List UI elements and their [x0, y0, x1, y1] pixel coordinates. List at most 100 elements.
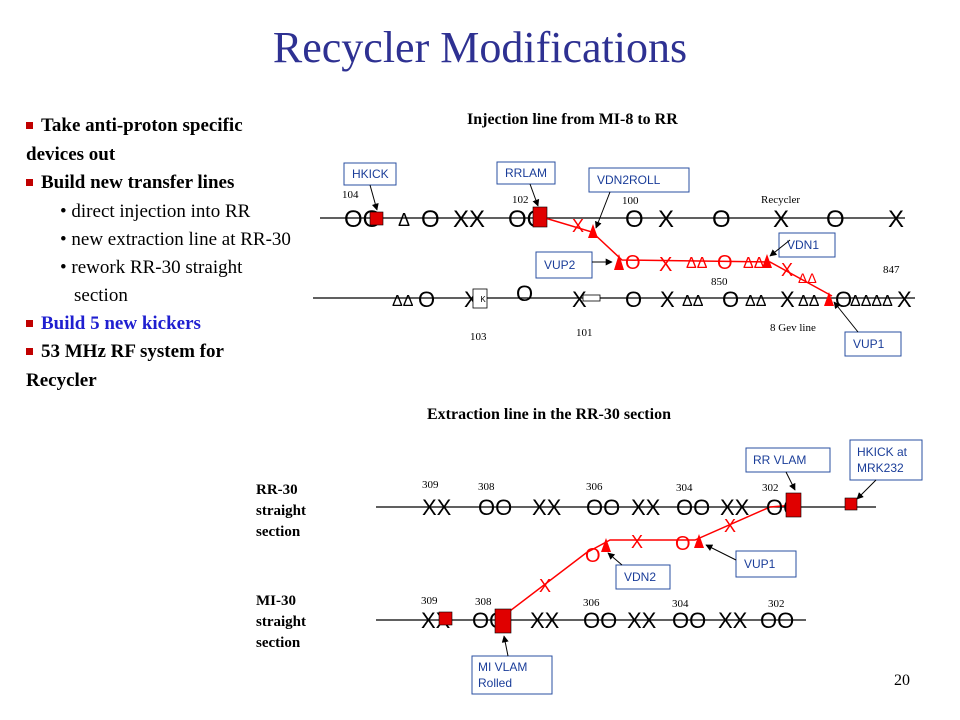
quad-pair: OO: [672, 608, 706, 633]
mi-vlam-label: MI VLAM: [478, 660, 527, 674]
kicker-marker: X: [539, 576, 551, 596]
dipole-marker: ΔΔ: [798, 293, 820, 310]
vdn1-pointer: [769, 239, 791, 257]
quad-pair: OO: [676, 495, 710, 520]
kicker-marker: X: [660, 287, 675, 312]
kicker-marker: X: [631, 532, 643, 552]
recycler-elements: OO Δ O XX OO O X O X O X: [344, 206, 904, 233]
extraction-transfer-line: [501, 504, 796, 618]
mi-number: 309: [421, 595, 438, 607]
vdn2-magnet: [601, 538, 611, 552]
kicker-marker: XX: [453, 206, 485, 233]
hkick-mrk232-pointer: [856, 479, 877, 500]
dipole-marker: Δ: [398, 210, 410, 230]
vup1-pointer: [833, 301, 859, 333]
kicker-marker: X: [780, 287, 795, 312]
dipole-marker: ΔΔ: [686, 255, 708, 272]
vup2-label: VUP2: [544, 258, 576, 272]
kicker-marker: X: [659, 254, 672, 276]
mi-vlam-label-box: [471, 655, 553, 695]
recycler-label: Recycler: [761, 194, 800, 206]
vup2-label-box: [535, 251, 593, 279]
mi-vlam-label-line2: Rolled: [478, 676, 512, 690]
vdn2roll-pointer: [595, 191, 611, 229]
injection-diagram: OO Δ O XX OO O X O X O X ΔΔ O X O X O X …: [313, 161, 915, 357]
vup1-label: VUP1: [853, 337, 885, 351]
quad: O: [722, 287, 739, 312]
bullet-item: 53 MHz RF system for Recycler: [26, 338, 291, 395]
mi-number: 304: [672, 598, 689, 610]
kicker-marker: XX: [631, 495, 661, 520]
label-847: 847: [883, 264, 900, 276]
quad: O: [625, 287, 642, 312]
vup2-magnet: [614, 254, 624, 270]
septum-101: [582, 294, 601, 302]
quad: O: [418, 287, 435, 312]
injection-numbers: 104 102 100 Recycler 850 847 103 101 8 G…: [342, 189, 900, 343]
vdn2roll-magnet: [588, 224, 598, 238]
kicker-marker: X: [658, 206, 674, 233]
quad-pair: OO: [478, 495, 512, 520]
bullet-item: Build new transfer lines: [26, 169, 291, 198]
injection-transfer-line: [544, 217, 833, 297]
sub-bullet-item: • direct injection into RR: [60, 200, 251, 222]
kicker-marker: XX: [627, 608, 657, 633]
bullet-item: Build 5 new kickers: [26, 310, 291, 339]
mi-number: 306: [583, 597, 600, 609]
label-101: 101: [576, 327, 593, 339]
mi-vlam-element: [494, 608, 512, 634]
quad: O: [826, 206, 845, 233]
page-number: 20: [894, 672, 910, 689]
vdn2-label: VDN2: [624, 570, 656, 584]
8gev-line-label: 8 Gev line: [770, 322, 816, 334]
rr-number: 302: [762, 482, 779, 494]
rr30-section-label: RR-30 straight section: [256, 482, 306, 540]
kicker-glyph: K: [480, 295, 486, 304]
hkick-mrk232-label-line2: MRK232: [857, 461, 904, 475]
rr30-elements: XX OO XX OO XX OO XX OO: [422, 495, 800, 520]
quad: O: [516, 281, 533, 306]
mi-number: 308: [475, 596, 492, 608]
label-104: 104: [342, 189, 359, 201]
kicker-marker: X: [572, 287, 587, 312]
bullet-text: Take anti-proton specific devices out: [26, 115, 243, 165]
vup1-magnet: [824, 292, 834, 306]
kicker-marker: X: [773, 206, 789, 233]
extraction-transfer-elements: X O X O X: [539, 516, 736, 596]
label-102: 102: [512, 194, 529, 206]
quad: O: [712, 206, 731, 233]
dipole-marker: ΔΔ: [743, 255, 765, 272]
dipole-marker: ΔΔ: [798, 270, 817, 286]
vup1-ext-label-box: [735, 550, 797, 578]
bullet-text: Build 5 new kickers: [41, 312, 201, 334]
slide-title: Recycler Modifications: [272, 23, 688, 72]
dipole-marker: ΔΔ: [745, 293, 767, 310]
quad-pair: OO: [583, 608, 617, 633]
label-850: 850: [711, 276, 728, 288]
quad-pair: OO: [586, 495, 620, 520]
vup1-magnet: [694, 534, 704, 548]
quad: O: [625, 252, 641, 274]
injection-pointers: [369, 183, 859, 333]
bullet-text: Build new transfer lines: [41, 172, 235, 193]
quad: O: [625, 206, 644, 233]
dipole-marker: ΔΔΔΔ: [850, 293, 893, 310]
rr-vlam-element: [785, 492, 802, 518]
quad: O: [585, 545, 601, 567]
bullet-list: Take anti-proton specific devices out Bu…: [26, 112, 291, 395]
square-bullet-icon: [26, 348, 33, 355]
quad: O: [717, 252, 733, 274]
vdn2roll-label-box: [588, 167, 690, 193]
vup1-ext-label: VUP1: [744, 557, 776, 571]
extraction-numbers: 309 308 306 304 302 309 308 306 304 302: [421, 479, 785, 610]
rr-number: 308: [478, 481, 495, 493]
extraction-pointers: [501, 471, 877, 657]
rr-vlam-pointer: [785, 471, 796, 491]
hkick-mrk232-element: [844, 497, 858, 511]
sub-bullet-item: • rework RR-30 straight section: [60, 256, 243, 306]
kicker-marker: XX: [718, 608, 748, 633]
vdn2roll-label: VDN2ROLL: [597, 173, 661, 187]
vdn1-label-box: [778, 232, 836, 258]
injection-labels: HKICK RRLAM VDN2ROLL VUP2 VDN1 VUP1: [343, 161, 902, 357]
rrlam-label-box: [496, 161, 556, 185]
